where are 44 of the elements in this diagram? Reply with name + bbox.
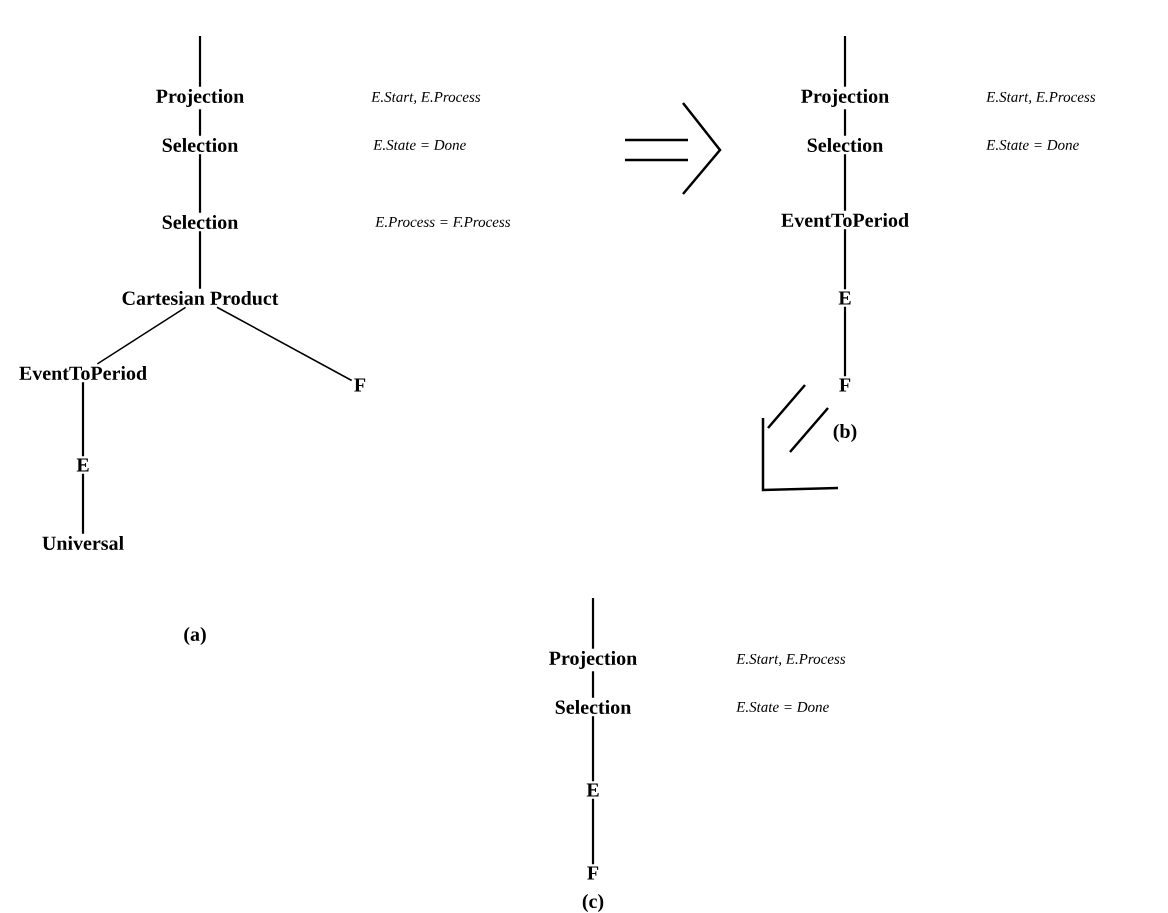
operator-label: F bbox=[354, 378, 366, 392]
tree-edge bbox=[843, 306, 847, 377]
panel-label: (a) bbox=[184, 626, 206, 646]
operator-label: Selection bbox=[162, 137, 239, 153]
panel-label: (b) bbox=[833, 423, 857, 443]
tree-edge bbox=[591, 671, 595, 698]
tree-edge bbox=[843, 36, 847, 87]
tree-edge bbox=[198, 36, 202, 87]
operator-label: Projection bbox=[801, 88, 889, 108]
tree-edge bbox=[843, 154, 847, 211]
operator-label: Projection bbox=[156, 88, 244, 108]
tree-edge bbox=[81, 473, 85, 534]
predicate-text: E.State = Done bbox=[736, 701, 829, 713]
predicate-text: E.Process = F.Process bbox=[375, 217, 511, 227]
tree-edge bbox=[591, 716, 595, 782]
predicate-text: E.Start, E.Process bbox=[371, 91, 481, 105]
tree-edge bbox=[843, 109, 847, 136]
operator-label: E bbox=[838, 291, 851, 305]
tree-edge bbox=[216, 306, 353, 382]
operator-label: F bbox=[839, 378, 851, 392]
tree-edge bbox=[81, 382, 85, 457]
tree-edge bbox=[591, 798, 595, 865]
operator-label: Selection bbox=[162, 214, 239, 230]
operator-label: Selection bbox=[807, 137, 884, 153]
operator-label: E bbox=[586, 783, 599, 797]
panel-label: (c) bbox=[582, 893, 604, 913]
predicate-text: E.State = Done bbox=[986, 139, 1079, 151]
operator-label: EventToPeriod bbox=[781, 212, 909, 228]
operator-label: EventToPeriod bbox=[19, 365, 147, 381]
predicate-text: E.Start, E.Process bbox=[736, 653, 846, 667]
operator-label: Universal bbox=[42, 535, 124, 551]
operator-label: E bbox=[76, 458, 89, 472]
tree-edge bbox=[198, 154, 202, 213]
tree-edge bbox=[96, 306, 187, 365]
predicate-text: E.State = Done bbox=[373, 139, 466, 151]
tree-edge bbox=[198, 109, 202, 136]
operator-label: F bbox=[587, 866, 599, 880]
operator-label: Cartesian Product bbox=[122, 290, 279, 306]
predicate-text: E.Start, E.Process bbox=[986, 91, 1096, 105]
operator-label: Selection bbox=[555, 699, 632, 715]
tree-edge bbox=[198, 231, 202, 289]
operator-label: Projection bbox=[549, 650, 637, 670]
tree-edge bbox=[591, 598, 595, 649]
tree-edge bbox=[843, 229, 847, 290]
